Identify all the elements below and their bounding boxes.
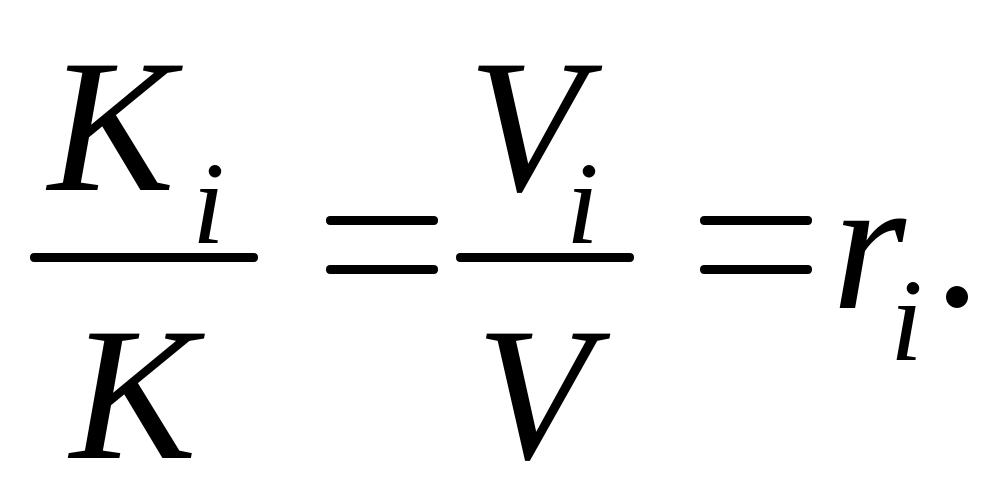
equals-sign-2 [700, 216, 812, 274]
fraction-2-denominator: V [476, 290, 593, 500]
fraction-1-numerator-base: K [48, 22, 175, 232]
fraction-2-bar [456, 253, 634, 262]
result-subscript: i [890, 255, 923, 386]
equals-sign-1 [326, 216, 438, 274]
fraction-1-denominator: K [70, 290, 197, 500]
fraction-2-numerator-subscript: i [566, 138, 599, 269]
period [946, 286, 968, 308]
result-base: r [832, 140, 906, 350]
fraction-2-numerator-base: V [468, 22, 585, 232]
fraction-1-numerator-subscript: i [192, 138, 225, 269]
fraction-1-bar [30, 253, 258, 262]
